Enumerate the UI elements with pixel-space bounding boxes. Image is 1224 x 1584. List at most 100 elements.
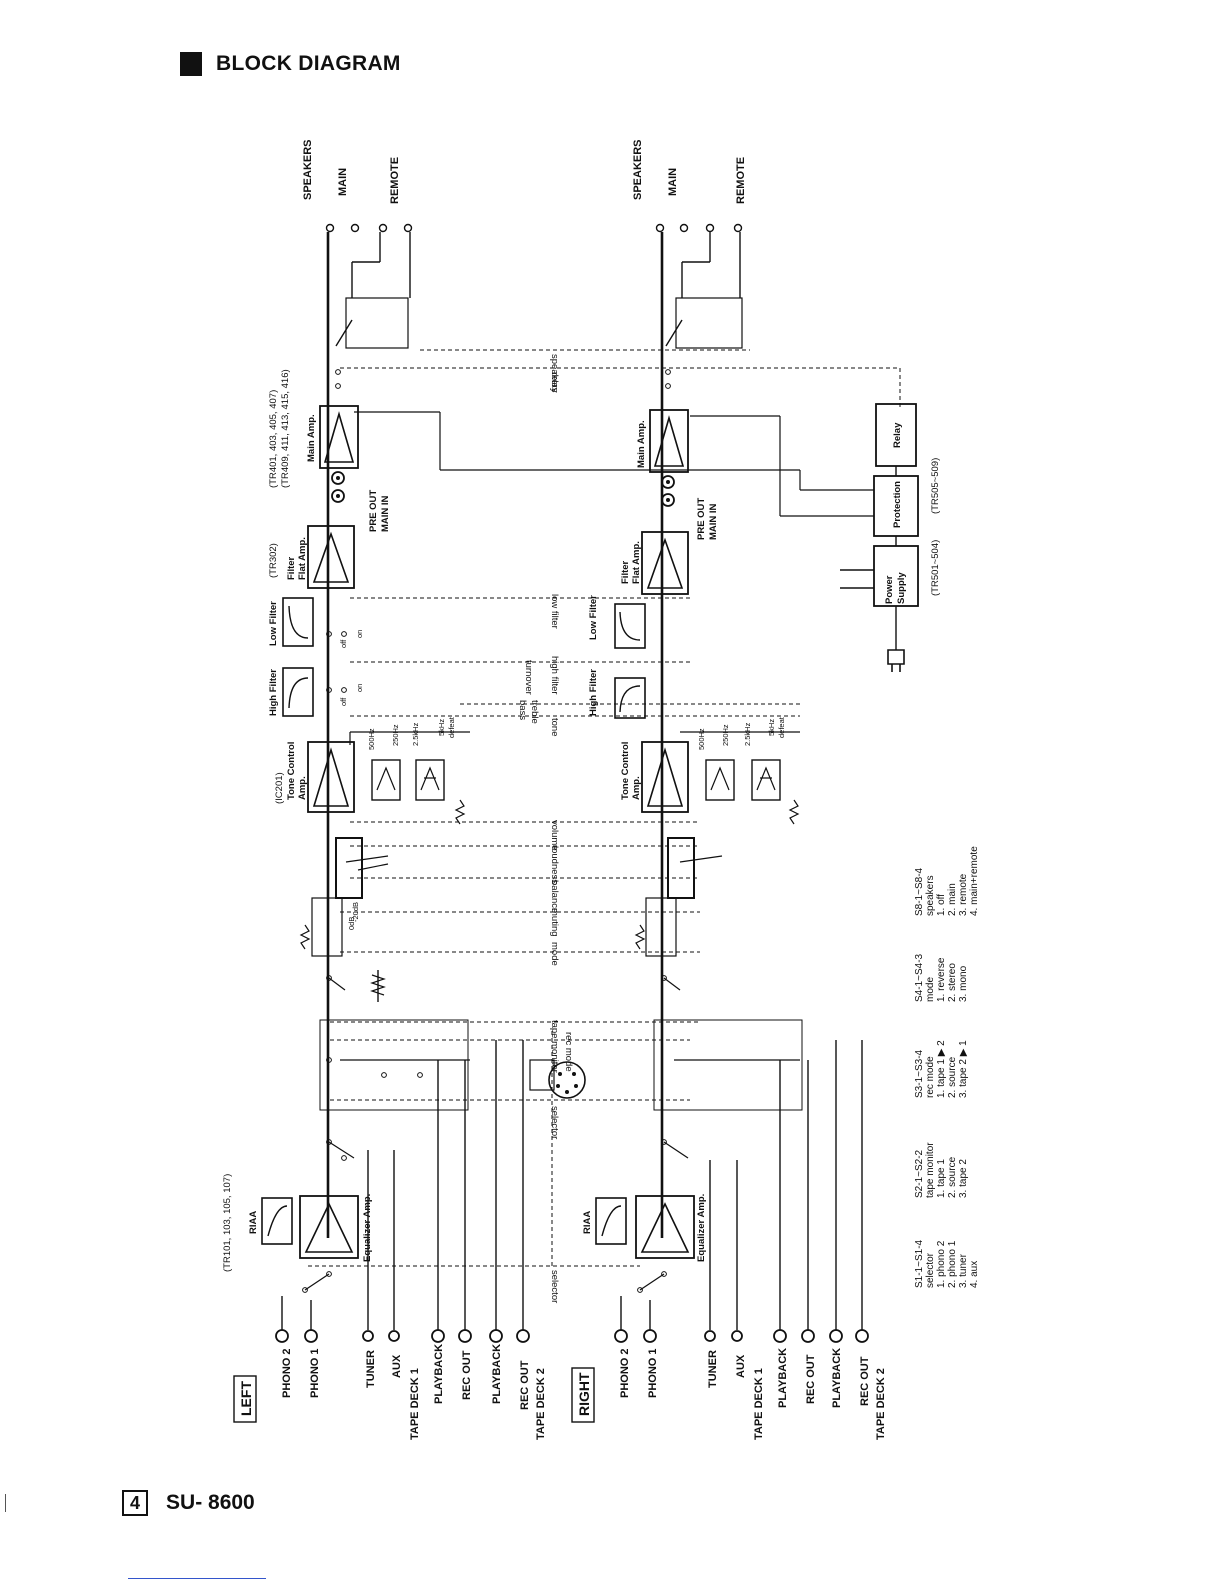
legend-item: 3. tuner — [958, 1253, 969, 1288]
header-bullet — [180, 52, 202, 76]
legend-head: S8-1~S8-4 — [914, 867, 925, 916]
link-tape-monitor: tape monitor — [549, 1020, 560, 1073]
tone-control-amp-right — [641, 741, 689, 813]
power-supply-label-2: Supply — [896, 572, 907, 604]
legend-item: 2. phono 1 — [947, 1240, 958, 1288]
legend-title: mode — [925, 977, 936, 1002]
legend-item: 3. tape 2 ▶ 1 — [958, 1040, 969, 1098]
high-filter-label-left: High Filter — [268, 669, 279, 716]
equalizer-amp-left — [261, 1195, 359, 1259]
svg-text:RIGHT: RIGHT — [576, 1372, 592, 1416]
legend-item: 2. main — [947, 883, 958, 916]
left-playback-1: PLAYBACK — [433, 1344, 445, 1404]
right-channel-label: RIGHT — [571, 1367, 595, 1423]
main-transistors-2: (TR409, 411, 413, 415, 416) — [280, 369, 291, 488]
flat-amp-label-left-2: Flat Amp. — [297, 537, 308, 580]
legend-item: 1. phono 2 — [936, 1240, 947, 1288]
right-channel — [529, 223, 863, 1330]
legend-item: 4. main+remote — [969, 846, 980, 916]
tone-control-amp-left — [307, 741, 355, 813]
link-rec-mode: rec mode — [563, 1032, 574, 1072]
main-transistors-1: (TR401, 403, 405, 407) — [268, 390, 279, 488]
speakers-main-right: MAIN — [667, 168, 679, 196]
legend-item: 4. aux — [969, 1261, 980, 1288]
pre-out-label-right: PRE OUT — [696, 498, 707, 540]
left-channel — [261, 223, 524, 1330]
equalizer-amp-right — [595, 1195, 695, 1259]
tone-ic: (IC201) — [274, 772, 285, 804]
low-filter-right — [614, 603, 646, 649]
page-number: 4 — [122, 1490, 149, 1516]
tone-amp-label-left-1: Tone Control — [286, 742, 297, 800]
eq-amp-label-left: Equalizer Amp. — [362, 1194, 373, 1262]
right-rec-out-1: REC OUT — [805, 1354, 817, 1404]
legend-item: 1. off — [936, 894, 947, 916]
legend-head: S4-1~S4-3 — [914, 953, 925, 1002]
link-speakers: speakers — [549, 354, 560, 393]
svg-text:LEFT: LEFT — [238, 1381, 254, 1416]
right-input-aux: AUX — [735, 1354, 747, 1378]
legend-item: 1. tape 1 — [936, 1159, 947, 1198]
legend-title: rec mode — [925, 1056, 936, 1098]
page-footer: 4 SU- 8600 — [122, 1490, 255, 1516]
high-filter-right — [614, 677, 646, 719]
legend-head: S2-1~S2-2 — [914, 1149, 925, 1198]
main-amp-label-left: Main Amp. — [306, 414, 317, 462]
legend-title: tape monitor — [925, 1142, 936, 1198]
protection-transistors: (TR505~509) — [930, 458, 941, 514]
link-high-filter: high filter — [549, 656, 560, 695]
tone-250hz-right: 250Hz — [721, 724, 730, 746]
tone-5khz-left: 5kHz — [437, 719, 446, 736]
main-amp-right — [649, 409, 689, 473]
eq-transistors: (TR101, 103, 105, 107) — [222, 1174, 233, 1272]
speakers-remote-right: REMOTE — [735, 157, 747, 204]
right-rec-out-2: REC OUT — [859, 1356, 871, 1406]
link-treble: treble — [529, 700, 540, 724]
psu-transistors: (TR501~504) — [930, 540, 941, 596]
link-volume: volume — [549, 820, 560, 851]
right-input-phono2: PHONO 2 — [619, 1348, 631, 1398]
link-selector-mid: selector — [549, 1106, 560, 1139]
link-tone: tone — [549, 718, 560, 737]
left-rec-out-1: REC OUT — [461, 1350, 473, 1400]
legend-item: 2. stereo — [947, 963, 958, 1002]
low-filter-label-right: Low Filter — [588, 595, 599, 640]
right-tape-deck-2: TAPE DECK 2 — [875, 1368, 887, 1440]
lf-off-left: off — [339, 639, 348, 648]
tone-5khz-right: 5kHz — [767, 719, 776, 736]
legend-item: 2. source — [947, 1156, 958, 1198]
link-bass: bass — [517, 700, 528, 720]
left-tape-deck-2: TAPE DECK 2 — [535, 1368, 547, 1440]
left-input-phono2: PHONO 2 — [281, 1348, 293, 1398]
left-rec-out-2: REC OUT — [519, 1360, 531, 1410]
eq-amp-label-right: Equalizer Amp. — [696, 1194, 707, 1262]
legend-title: speakers — [925, 875, 936, 916]
relay-label: Relay — [892, 422, 903, 448]
flat-amp-label-right-1: Filter — [620, 560, 631, 584]
tone-amp-label-left-2: Amp. — [297, 776, 308, 800]
muting-0db-left: 0dB — [347, 917, 356, 930]
lf-on-left: on — [355, 630, 364, 638]
speakers-title-left: SPEAKERS — [302, 139, 314, 200]
main-in-label-left: MAIN IN — [380, 495, 391, 532]
link-low-filter: low filter — [549, 594, 560, 629]
link-relay: relay — [549, 372, 560, 393]
right-input-phono1: PHONO 1 — [647, 1348, 659, 1398]
hf-off-left: off — [339, 697, 348, 706]
left-channel-label: LEFT — [233, 1375, 257, 1423]
tone-amp-label-right-1: Tone Control — [620, 742, 631, 800]
right-tape-deck-1: TAPE DECK 1 — [753, 1368, 765, 1440]
tone-amp-label-right-2: Amp. — [631, 776, 642, 800]
right-input-tuner: TUNER — [707, 1350, 719, 1388]
gang-linkages — [308, 349, 901, 1267]
model-number: SU- 8600 — [166, 1491, 255, 1514]
link-turnover: turnover — [523, 660, 534, 695]
left-input-tuner: TUNER — [365, 1350, 377, 1388]
low-filter-label-left: Low Filter — [268, 601, 279, 646]
flat-amp-label-right-2: Flat Amp. — [631, 541, 642, 584]
